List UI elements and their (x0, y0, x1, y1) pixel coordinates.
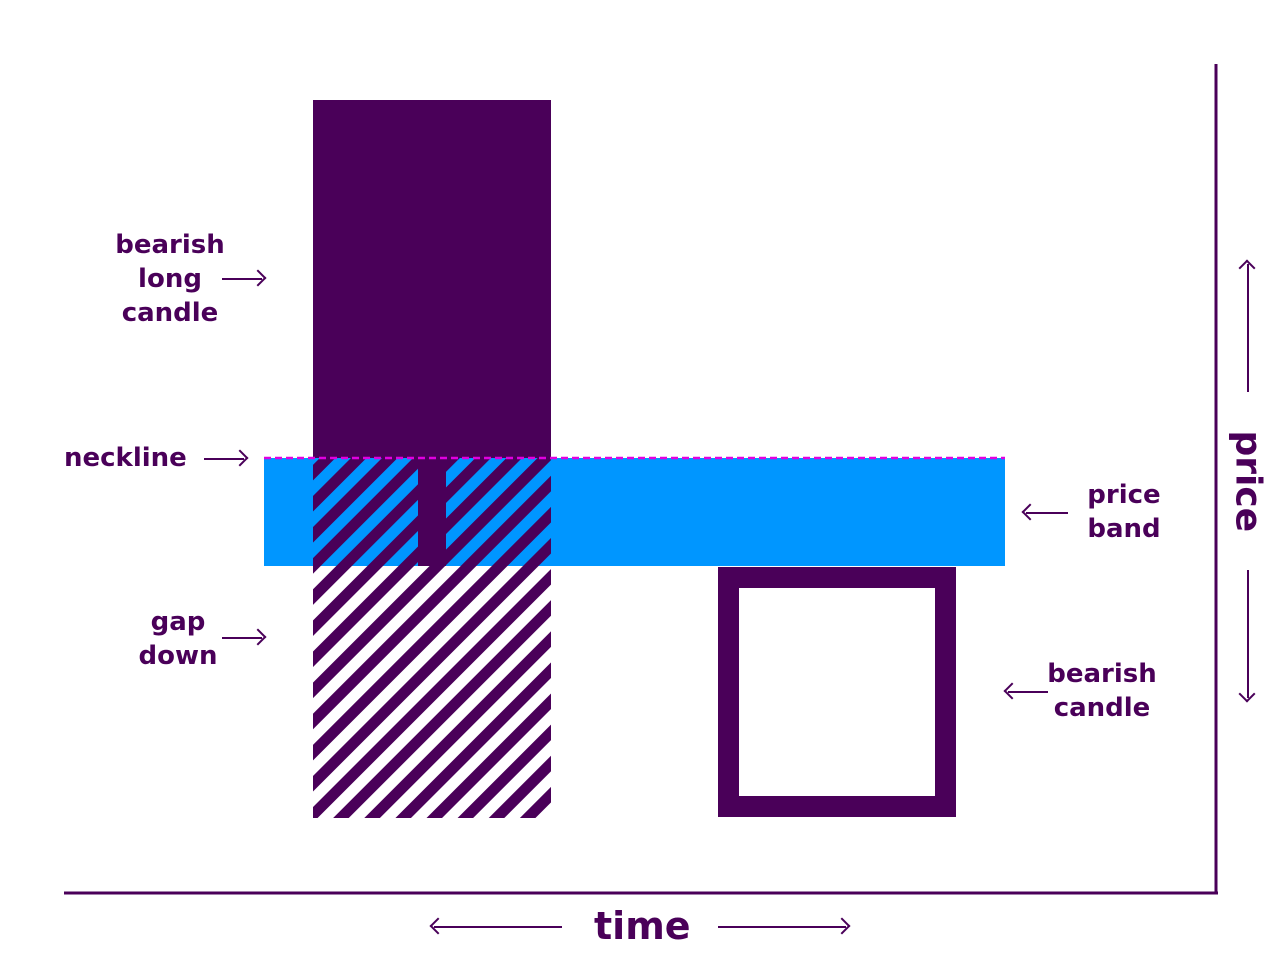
label-price-band: price band (1087, 480, 1161, 544)
label-bearish-candle: bearish candle (1047, 659, 1157, 723)
arrow-right-icon (718, 926, 846, 928)
arrow-up-icon (1247, 264, 1249, 392)
y-axis-label: price (1227, 430, 1269, 533)
label-bearish-long-candle: bearish long candle (115, 230, 225, 328)
arrow-left-icon (1026, 512, 1068, 514)
candle-wick (418, 458, 446, 566)
arrow-right-icon (222, 637, 262, 639)
label-gap-down: gap down (138, 607, 218, 671)
bearish-candle (718, 567, 956, 817)
arrow-left-icon (1008, 691, 1048, 693)
x-axis-label: time (594, 904, 691, 948)
bearish-long-candle (313, 100, 551, 458)
arrow-left-icon (434, 926, 562, 928)
arrow-right-icon (222, 278, 262, 280)
arrow-down-icon (1247, 570, 1249, 698)
arrow-right-icon (204, 458, 244, 460)
label-neckline: neckline (64, 443, 187, 473)
